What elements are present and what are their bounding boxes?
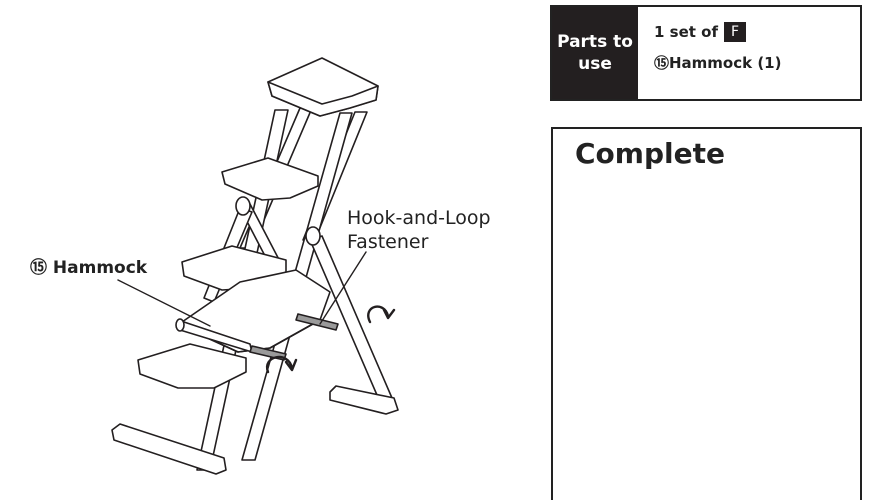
set-badge: F [723, 22, 746, 42]
fastener-label: Hook-and-Loop Fastener [347, 207, 491, 253]
hammock-part: ⑮Hammock (1) [654, 53, 782, 72]
parts-line-set: 1 set of F [654, 21, 781, 43]
complete-panel: Complete [551, 127, 862, 500]
step-4 [137, 343, 247, 389]
parts-list: 1 set of F ⑮Hammock (1) [638, 7, 781, 99]
step-stool-illustration [111, 57, 399, 475]
rotate-arrow-icon [367, 305, 396, 324]
set-text: 1 set of [654, 23, 718, 41]
hammock-label: ⑮ Hammock [30, 258, 148, 278]
complete-title: Complete [575, 137, 725, 170]
parts-line-hammock: ⑮Hammock (1) [654, 51, 781, 73]
rotate-arrow-icon [265, 355, 298, 374]
parts-header: Parts to use [552, 7, 638, 99]
parts-to-use-box: Parts to use 1 set of F ⑮Hammock (1) [550, 5, 862, 101]
step-2 [221, 157, 319, 201]
